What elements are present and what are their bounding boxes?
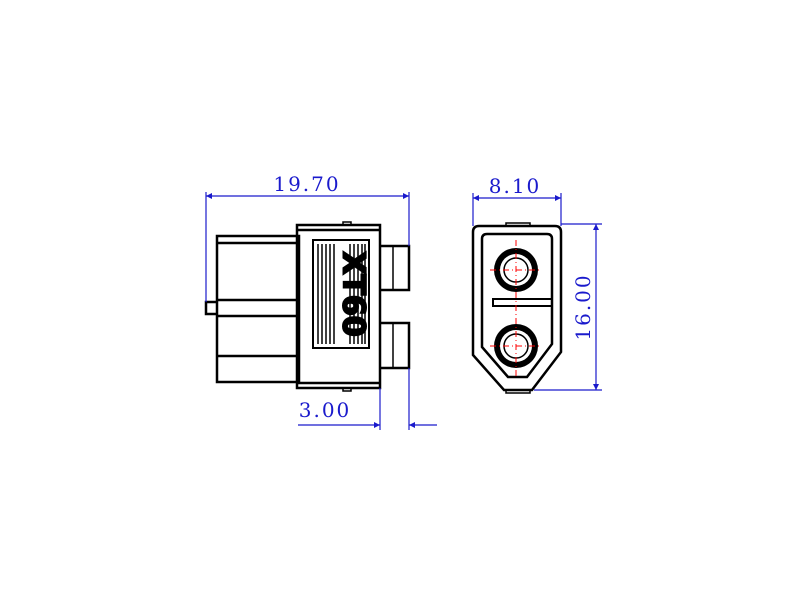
pin-offset-dimension-text: 3.00: [299, 398, 352, 422]
front-view: [471, 222, 563, 394]
front-center-slot: [492, 298, 552, 307]
side-width-dimension-text: 19.70: [273, 172, 340, 196]
side-ribs: [317, 244, 366, 344]
front-height-dimension: [534, 223, 602, 391]
side-width-dimension: [205, 192, 410, 302]
front-inner-outline: [480, 232, 554, 379]
side-pins: [380, 244, 411, 370]
front-width-dimension: [472, 193, 562, 226]
front-width-dimension-text: 8.10: [489, 174, 542, 198]
side-back-housing: [204, 234, 301, 384]
front-centerlines: [490, 240, 542, 376]
pin-offset-dimension: [298, 368, 437, 430]
front-outer-outline: [471, 224, 563, 392]
front-height-dimension-text: 16.00: [571, 273, 595, 340]
side-view: [204, 221, 411, 392]
side-main-body: [295, 221, 382, 392]
connector-label: XT60: [336, 251, 371, 336]
